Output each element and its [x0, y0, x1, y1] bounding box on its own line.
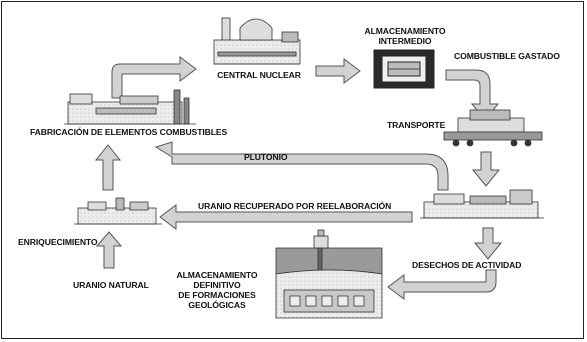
label-fabricacion: FABRICACIÓN DE ELEMENTOS COMBUSTIBLES	[30, 127, 228, 137]
label-uranio-recuperado: URANIO RECUPERADO POR REELABORACIÓN	[198, 201, 392, 211]
arrow-enrichment-to-fabrication	[94, 144, 122, 191]
reprocessing-plant-icon	[420, 189, 544, 219]
arrow-waste-to-repository	[387, 269, 497, 300]
label-combustible-gastado: COMBUSTIBLE GASTADO	[454, 51, 560, 61]
arrow-uranio-recuperado	[159, 204, 413, 230]
label-almacenamiento-definitivo-line2: DEFINITIVO	[193, 280, 241, 290]
arrow-reprocessing-to-waste	[473, 227, 503, 260]
arrow-natural-to-enrichment	[95, 231, 123, 269]
label-plutonio: PLUTONIO	[244, 152, 288, 162]
label-uranio-natural: URANIO NATURAL	[73, 280, 149, 290]
fuel-factory-icon	[64, 89, 196, 125]
label-almacenamiento-definitivo-line4: GEOLÓGICAS	[188, 300, 246, 310]
arrow-transport-to-reprocessing	[471, 151, 501, 187]
label-almacenamiento-intermedio-line2: INTERMEDIO	[378, 36, 432, 46]
nuclear-plant-icon	[213, 17, 301, 65]
arrow-fabrication-to-plant	[111, 56, 197, 99]
label-almacenamiento-definitivo-line1: ALMACENAMIENTO	[176, 270, 258, 280]
arrow-plant-to-storage	[315, 58, 361, 84]
label-desechos: DESECHOS DE ACTIVIDAD	[412, 260, 522, 270]
label-enriquecimiento: ENRIQUECIMIENTO	[18, 237, 98, 247]
geological-repository-icon	[275, 229, 383, 319]
transport-truck-icon	[443, 109, 543, 147]
label-almacenamiento-intermedio-line1: ALMACENAMIENTO	[364, 26, 446, 36]
label-transporte: TRANSPORTE	[387, 120, 446, 130]
enrichment-plant-icon	[74, 197, 162, 225]
label-central-nuclear: CENTRAL NUCLEAR	[217, 70, 301, 80]
label-almacenamiento-definitivo-line3: DE FORMACIONES	[178, 290, 256, 300]
arrow-plutonio	[154, 141, 449, 191]
storage-facility-icon	[373, 49, 435, 89]
